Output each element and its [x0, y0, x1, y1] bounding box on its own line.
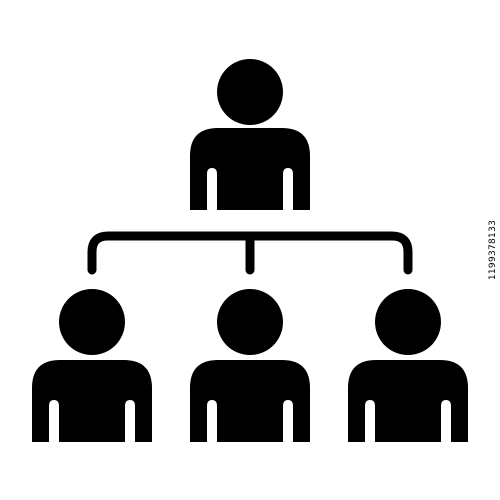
person-icon-right: [348, 289, 468, 442]
person-icon-top: [190, 59, 310, 210]
person-head: [217, 59, 283, 125]
person-body: [190, 360, 310, 442]
person-icon-left: [32, 289, 152, 442]
person-body: [32, 360, 152, 442]
person-head: [59, 289, 125, 355]
person-body: [190, 128, 310, 210]
person-icon-center: [190, 289, 310, 442]
person-head: [217, 289, 283, 355]
stock-id-text: 1199378133: [488, 219, 498, 281]
person-body: [348, 360, 468, 442]
person-head: [375, 289, 441, 355]
connector-lines: [87, 231, 413, 275]
